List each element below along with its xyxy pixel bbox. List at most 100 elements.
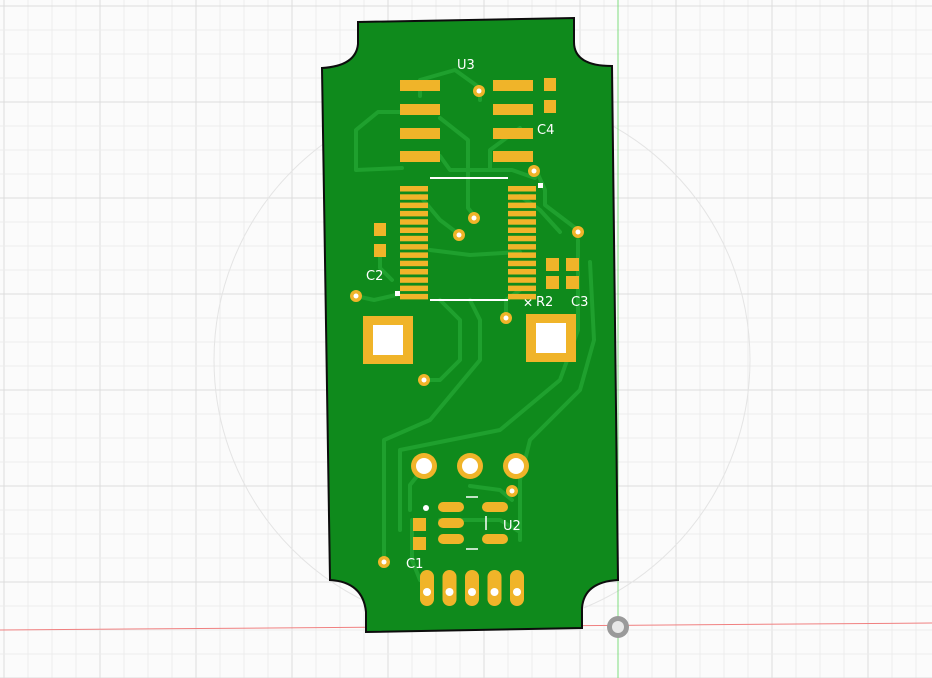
component-u3[interactable]: U3	[400, 58, 533, 162]
via-hole	[471, 215, 477, 221]
th-pad-hole	[462, 458, 478, 474]
ic-pad	[508, 252, 536, 258]
mounting-pad-right[interactable]	[526, 314, 576, 362]
ic-pad	[508, 293, 536, 300]
r2-cross-marker: ✕	[523, 296, 533, 310]
via-hole	[456, 232, 462, 238]
ic-pad	[508, 260, 536, 267]
ic-pin1-marker	[538, 183, 543, 188]
connector-pin-hole	[423, 588, 431, 596]
ic-pad	[508, 186, 536, 192]
ic-pad	[400, 227, 428, 233]
connector-pin-hole	[490, 588, 499, 596]
u2-pad	[438, 502, 464, 512]
u3-pad	[400, 80, 440, 91]
via-hole	[509, 488, 515, 494]
ic-pad	[400, 277, 428, 283]
r2-label: R2	[536, 295, 553, 310]
square-pad-hole	[373, 325, 403, 355]
ic-pad	[400, 210, 428, 217]
u3-label: U3	[457, 58, 475, 73]
ic-pad	[400, 194, 428, 200]
component-c2[interactable]: C2	[366, 223, 386, 284]
copper-traces	[354, 68, 596, 582]
ic-pad	[508, 219, 536, 225]
ic-pad	[508, 227, 536, 233]
c3-label: C3	[571, 295, 588, 310]
connector-pin-hole	[468, 588, 476, 596]
th-pad-hole	[416, 458, 432, 474]
th-pad-hole	[508, 458, 524, 474]
c1-pad	[413, 518, 426, 531]
board-outline	[320, 16, 620, 634]
component-c4[interactable]: C4	[537, 78, 556, 138]
ic-pad	[400, 252, 428, 258]
via-hole	[531, 168, 537, 174]
component-main-ic[interactable]	[395, 177, 543, 301]
u3-pad	[493, 151, 533, 162]
ic-pad	[400, 285, 428, 292]
u3-pad	[493, 80, 533, 91]
c2-pad	[374, 223, 386, 236]
origin-marker-icon[interactable]	[607, 616, 629, 638]
u2-label: U2	[503, 519, 521, 534]
c4-pad	[544, 100, 556, 113]
r2-pad	[546, 276, 559, 289]
ic-pad	[508, 285, 536, 292]
u2-pad	[482, 502, 508, 512]
c4-pad	[544, 78, 556, 91]
connector-pin-hole	[513, 588, 521, 596]
square-pad-hole	[536, 323, 566, 353]
ic-pad	[508, 277, 536, 283]
through-hole-header[interactable]	[411, 453, 529, 479]
c1-pad	[413, 537, 426, 550]
via-hole	[575, 229, 581, 235]
r2-pad	[546, 258, 559, 271]
u3-pad	[400, 128, 440, 139]
via-hole	[353, 293, 359, 299]
c3-pad	[566, 258, 579, 271]
u2-pad	[438, 534, 464, 544]
edge-connector[interactable]	[420, 570, 524, 606]
ic-pad	[508, 194, 536, 200]
vias	[350, 85, 584, 568]
ic-pad	[508, 244, 536, 250]
mounting-pad-left[interactable]	[363, 316, 413, 364]
ic-pad-marker	[395, 291, 400, 296]
c2-label: C2	[366, 269, 383, 284]
ic-pad	[400, 293, 428, 300]
ic-pad	[400, 269, 428, 275]
via-hole	[421, 377, 427, 383]
component-c3[interactable]: C3	[566, 258, 588, 310]
u3-pad	[493, 128, 533, 139]
u3-pad	[400, 151, 440, 162]
ic-pad	[400, 219, 428, 225]
ic-pad	[400, 260, 428, 267]
via-hole	[381, 559, 387, 565]
ic-pad	[508, 202, 536, 209]
ic-pad	[400, 235, 428, 242]
c2-pad	[374, 244, 386, 257]
component-c1[interactable]: C1	[406, 518, 426, 572]
ic-pads-right	[508, 186, 536, 300]
component-r2[interactable]: R2 ✕	[523, 258, 559, 310]
c1-label: C1	[406, 557, 423, 572]
ic-pad	[400, 244, 428, 250]
ic-pads-left	[400, 186, 428, 300]
ic-pad	[400, 186, 428, 192]
component-u2[interactable]: U2	[423, 496, 521, 550]
c4-label: C4	[537, 123, 554, 138]
u2-pin1-dot	[423, 505, 429, 511]
u2-pad	[482, 534, 508, 544]
u2-pad	[438, 518, 464, 528]
c3-pad	[566, 276, 579, 289]
ic-pad	[400, 202, 428, 209]
ic-pad	[508, 210, 536, 217]
via-hole	[476, 88, 482, 94]
ic-pad	[508, 269, 536, 275]
via-hole	[503, 315, 509, 321]
ic-pad	[508, 235, 536, 242]
pcb-board[interactable]: U3 C4 C2 R2 ✕	[320, 16, 620, 634]
u3-pad	[493, 104, 533, 115]
